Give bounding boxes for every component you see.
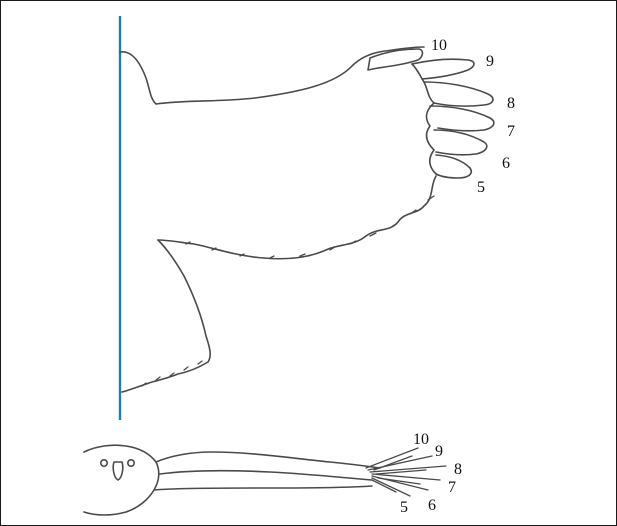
folded-wing-outline	[84, 445, 446, 515]
wing-bottom-label-5: 5	[400, 499, 408, 516]
left-eye-icon	[101, 460, 107, 466]
wing-top-label-6: 6	[502, 155, 510, 172]
wing-bottom-label-7: 7	[448, 479, 456, 496]
wing-bottom-label-8: 8	[454, 461, 462, 478]
wing-top-label-5: 5	[477, 179, 485, 196]
wing-bottom-label-6: 6	[428, 497, 436, 514]
wing-top-label-7: 7	[507, 123, 515, 140]
wing-top-label-8: 8	[507, 95, 515, 112]
wing-top-label-10: 10	[431, 37, 447, 54]
wing-bottom-label-10: 10	[413, 431, 429, 448]
wing-bottom-label-9: 9	[435, 443, 443, 460]
wing-top-label-9: 9	[486, 53, 494, 70]
extended-wing-outline	[120, 47, 494, 392]
right-eye-icon	[128, 460, 134, 466]
